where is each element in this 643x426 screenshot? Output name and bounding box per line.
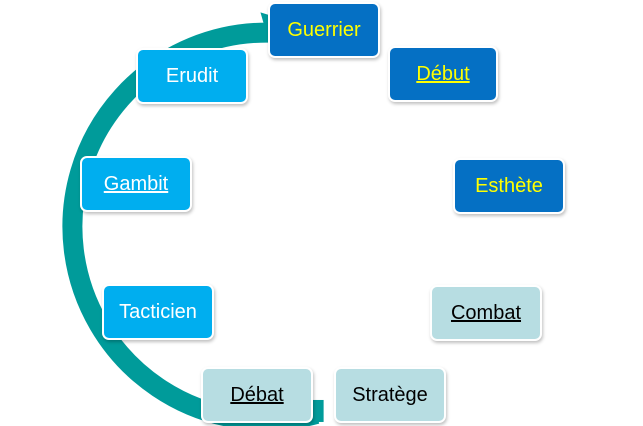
node-esthete[interactable]: Esthète	[453, 158, 565, 214]
node-stratege[interactable]: Stratège	[334, 367, 446, 423]
node-label-gambit: Gambit	[103, 172, 169, 195]
node-label-esthete: Esthète	[475, 174, 543, 197]
node-label-debut: Début	[416, 62, 470, 85]
ring-start-notch	[309, 399, 324, 422]
node-debat[interactable]: Débat	[201, 367, 313, 423]
node-debut[interactable]: Début	[388, 46, 498, 102]
node-label-erudit: Erudit	[165, 64, 219, 87]
node-label-combat: Combat	[450, 301, 522, 324]
node-label-debat: Débat	[230, 383, 284, 406]
node-guerrier[interactable]: Guerrier	[268, 2, 380, 58]
node-label-tacticien: Tacticien	[119, 300, 197, 323]
node-erudit[interactable]: Erudit	[136, 48, 248, 104]
node-label-guerrier: Guerrier	[287, 18, 361, 41]
node-label-stratege: Stratège	[352, 383, 428, 406]
node-tacticien[interactable]: Tacticien	[102, 284, 214, 340]
node-combat[interactable]: Combat	[430, 285, 542, 341]
node-gambit[interactable]: Gambit	[80, 156, 192, 212]
